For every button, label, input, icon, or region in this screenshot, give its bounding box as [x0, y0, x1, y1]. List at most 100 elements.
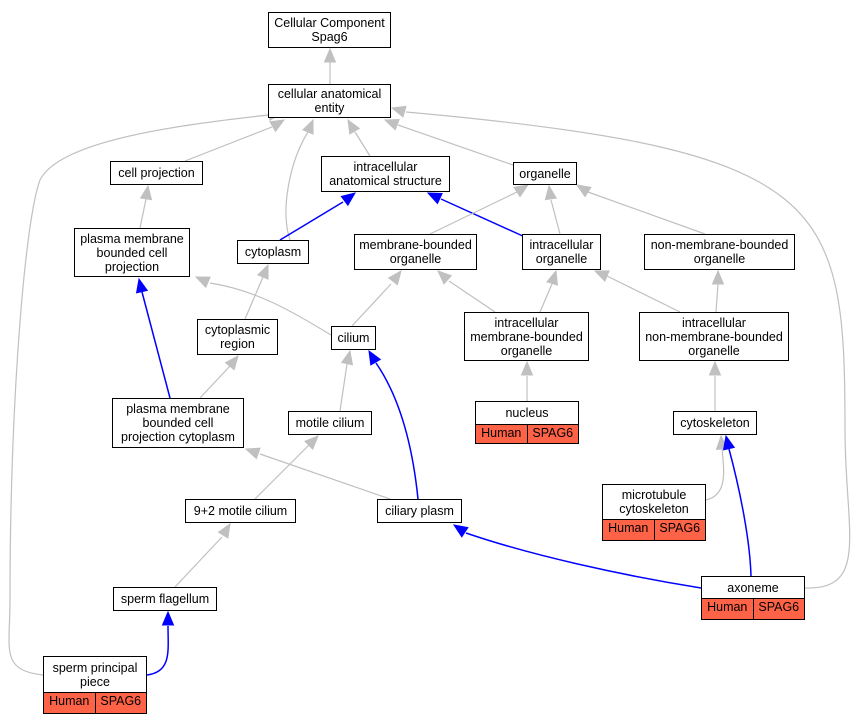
edge-axoneme-to-cae: [405, 111, 851, 589]
node-label-line: organelle: [693, 252, 746, 266]
edge-pmbcp-to-cellproj: [139, 198, 147, 229]
node-label-line: intracellular: [529, 238, 594, 252]
edge-imbo-to-io-arrowhead: [546, 269, 559, 286]
annotation-nucleus: Human SPAG6: [475, 424, 579, 444]
edge-nine2-to-motcil-arrowhead: [304, 435, 319, 450]
edge-nmbo-to-organelle: [587, 191, 706, 235]
edge-imbo-to-io: [539, 283, 553, 313]
node-organelle[interactable]: organelle: [513, 162, 577, 185]
node-9-2-motile-cilium[interactable]: 9+2 motile cilium: [185, 499, 296, 523]
edge-mbo-to-organelle: [429, 191, 518, 235]
edge-nine2-to-motcil: [254, 442, 312, 500]
node-ciliary-plasm[interactable]: ciliary plasm: [377, 499, 462, 523]
node-axoneme[interactable]: axoneme: [701, 576, 805, 599]
node-sperm-flagellum[interactable]: sperm flagellum: [113, 587, 217, 611]
edge-axoneme-to-cytosk: [728, 448, 752, 577]
node-label-line: plasma membrane: [126, 402, 230, 416]
edge-nmbo-to-organelle-arrowhead: [575, 184, 592, 198]
node-label-line: cytoplasmic: [204, 323, 271, 337]
node-label-line: cytoskeleton: [619, 502, 689, 516]
node-label-line: organelle: [500, 343, 553, 358]
annotation-species-label: Human: [49, 694, 90, 708]
node-label-line: non-membrane-bounded: [645, 329, 783, 344]
annotation-species-label: Human: [707, 600, 748, 614]
edge-ias-to-cae-arrowhead: [347, 118, 361, 135]
edge-ias-to-cae: [354, 131, 371, 157]
node-label-line: bounded cell: [142, 416, 214, 430]
edge-cytreg-to-cytoplasm: [244, 276, 264, 320]
node-nucleus[interactable]: nucleus: [475, 401, 579, 425]
node-label-line: intracellular: [682, 315, 746, 330]
edge-spp-to-cae: [8, 114, 269, 676]
annotation-axoneme: Human SPAG6: [701, 598, 805, 620]
node-label-line: projection: [104, 259, 160, 274]
annotation-gene-label: SPAG6: [94, 693, 147, 713]
node-cytoskeleton[interactable]: cytoskeleton: [673, 411, 757, 435]
node-label-line: region: [220, 337, 255, 351]
edge-cytoplasm-to-cae: [285, 131, 309, 241]
node-cilium[interactable]: cilium: [331, 326, 376, 350]
node-label-line: intracellular: [353, 160, 418, 174]
node-label-line: non-membrane-bounded: [650, 238, 789, 252]
edge-cilplasm-to-pmbcpc-arrowhead: [244, 447, 261, 460]
edge-axoneme-to-cilplasm: [465, 532, 702, 589]
node-motile-cilium[interactable]: motile cilium: [288, 411, 372, 435]
edge-cytoplasm-to-cae-arrowhead: [302, 118, 314, 135]
edge-pmbcpc-to-pmbcp: [141, 291, 171, 399]
node-label-line: cellular anatomical: [277, 87, 382, 101]
node-label-line: membrane-bounded: [359, 238, 472, 252]
edge-organelle-to-cae-arrowhead: [383, 119, 400, 131]
edge-cilium-to-pmbcp: [209, 282, 332, 336]
edge-pmbcpc-to-cytreg-arrowhead: [224, 354, 239, 371]
edge-axoneme-to-cae-arrowhead: [390, 105, 407, 118]
edge-cytoplasm-to-ias-arrowhead: [340, 192, 357, 207]
edge-cilium-to-pmbcp-arrowhead: [194, 276, 211, 289]
annotation-sperm-principal-piece: Human SPAG6: [43, 692, 147, 714]
node-label-line: cytoplasm: [244, 245, 302, 259]
node-label-line: organelle: [535, 252, 588, 266]
edge-pmbcp-to-cellproj-arrowhead: [139, 184, 153, 201]
edge-cae-to-root-arrowhead: [323, 47, 337, 63]
edge-cilium-to-mbo: [351, 283, 392, 327]
node-label-line: nucleus: [505, 406, 549, 420]
node-cytoplasm[interactable]: cytoplasm: [237, 240, 309, 264]
edge-io-to-ias: [440, 198, 526, 238]
node-label-line: entity: [314, 101, 345, 115]
node-label-line: sperm principal: [52, 660, 138, 675]
node-label-line: cilium: [337, 331, 370, 345]
edge-cytosk-to-inmbo-arrowhead: [708, 360, 722, 376]
node-label-line: microtubule: [621, 488, 687, 502]
edge-organelle-to-cae: [397, 124, 514, 166]
edge-cilplasm-to-pmbcpc: [259, 453, 391, 500]
annotation-species-label: Human: [608, 521, 649, 535]
edge-spermflag-to-nine2-arrowhead: [217, 522, 231, 539]
edge-cilplasm-to-cilium-arrowhead: [368, 349, 382, 366]
edge-pmbcpc-to-pmbcp-arrowhead: [135, 277, 149, 294]
node-cell-projection[interactable]: cell projection: [110, 161, 203, 185]
node-label-line: organelle: [688, 343, 740, 358]
node-label-line: Cellular Component: [274, 16, 385, 30]
node-label-line: bounded cell: [96, 245, 168, 260]
edge-cellproj-to-cae: [184, 126, 273, 162]
edge-spp-to-spermflag: [146, 625, 169, 676]
node-label-line: organelle: [389, 252, 442, 266]
node-label-line: cytoskeleton: [680, 416, 750, 430]
node-label-line: sperm flagellum: [120, 592, 210, 606]
node-label-line: intracellular: [494, 315, 559, 330]
edge-cellproj-to-cae-arrowhead: [269, 119, 286, 133]
